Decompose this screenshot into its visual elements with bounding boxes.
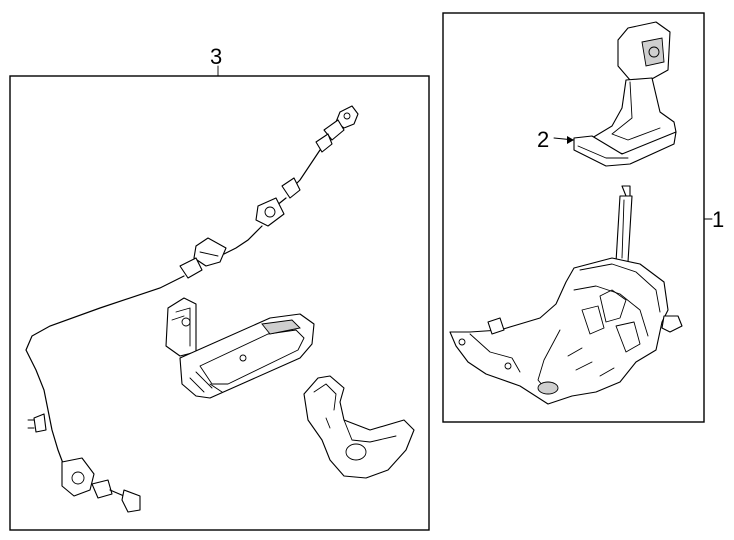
callout-2-arrowhead (567, 136, 574, 144)
cable-group: 3 (9, 44, 430, 531)
shifter-base (449, 257, 683, 405)
callout-2-label: 2 (537, 127, 549, 152)
cable-bottom-end (27, 413, 141, 513)
shift-knob (573, 21, 677, 167)
callout-1-label: 1 (712, 207, 724, 232)
shifter-group: 1 2 (442, 12, 724, 423)
support-bracket (303, 375, 415, 479)
cable-bracket (179, 313, 315, 399)
cable-clip (165, 297, 197, 357)
cable-top-end (223, 105, 359, 255)
callout-3-label: 3 (210, 44, 222, 69)
shift-lever-rod (615, 185, 633, 263)
shifter-group-frame (442, 12, 705, 423)
cable-mid-connector (25, 237, 227, 467)
cable-group-frame (9, 75, 430, 531)
